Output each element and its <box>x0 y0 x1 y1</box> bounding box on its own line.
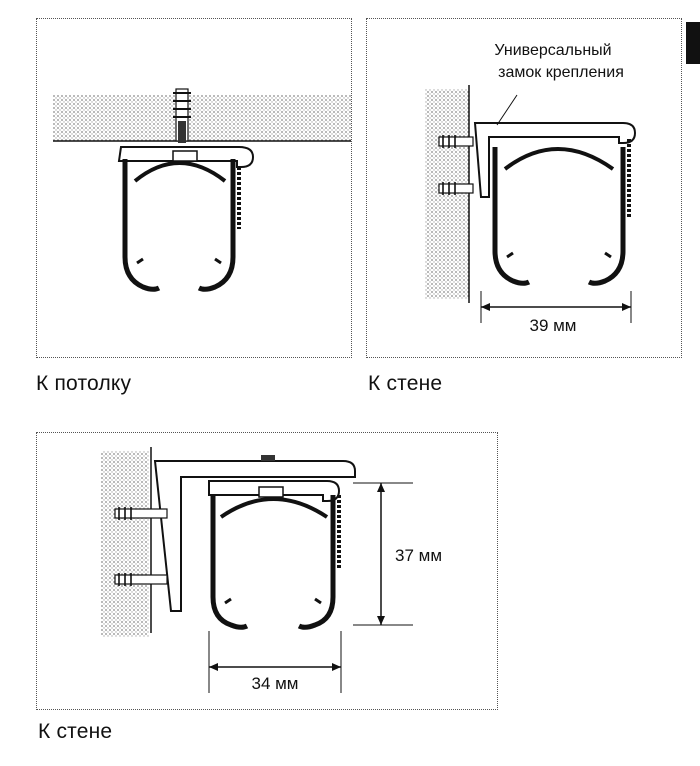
wall-mount-caption: К стене <box>368 372 443 395</box>
l-bracket <box>153 460 356 612</box>
rail-profile <box>117 146 255 292</box>
ceiling-surface <box>53 95 351 141</box>
page-edge-tab <box>686 22 700 64</box>
width-dimension-label: 39 мм <box>529 316 576 335</box>
wall-surface <box>425 89 469 299</box>
ceiling-mount-caption: К потолку <box>36 372 132 395</box>
ceiling-screw-icon <box>173 88 191 143</box>
bracket-mount-panel: 37 мм 34 мм <box>36 432 498 710</box>
rail-profile <box>492 139 631 286</box>
wall-mount-panel: Универсальный замок крепления 39 мм <box>366 18 682 358</box>
wall-screw-icon <box>438 135 474 195</box>
ceiling-mount-diagram <box>53 88 351 292</box>
wall-surface <box>101 451 149 637</box>
width-dimension <box>480 291 632 323</box>
lock-callout-line1: Универсальный <box>494 42 611 59</box>
bracket-mount-caption: К стене <box>38 720 113 743</box>
rail-profile <box>208 480 341 630</box>
lock-callout-line2: замок крепления <box>498 64 624 81</box>
height-dimension-label: 37 мм <box>395 546 442 565</box>
wall-mount-diagram: Универсальный замок крепления 39 мм <box>425 42 637 335</box>
callout-leader <box>496 94 518 126</box>
ceiling-mount-panel <box>36 18 352 358</box>
wall-screw-icon <box>114 507 168 586</box>
universal-lock <box>473 122 637 198</box>
width-dimension-label: 34 мм <box>251 674 298 693</box>
width-dimension <box>208 631 342 693</box>
height-dimension <box>353 482 413 626</box>
bracket-mount-diagram: 37 мм 34 мм <box>101 447 442 693</box>
